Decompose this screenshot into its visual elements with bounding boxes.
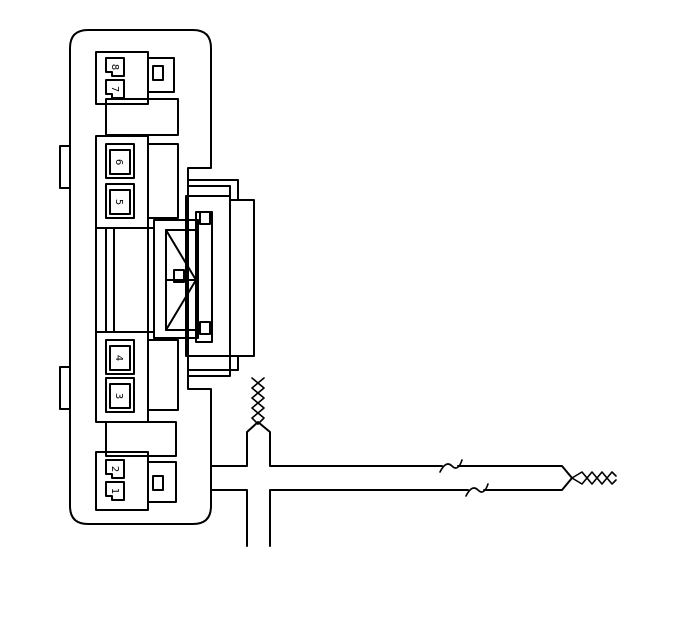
cell-label-8: 8: [109, 64, 120, 70]
center-guide-rails: [95, 227, 155, 333]
wire-harness: [210, 421, 573, 547]
center-lock-block: [153, 219, 199, 339]
cell-label-3: 3: [113, 393, 124, 399]
terminal-cavity-2-1: [95, 421, 177, 511]
cell-label-1: 1: [109, 488, 120, 494]
left-latch-tab-upper: [59, 145, 71, 189]
terminal-cavity-4-3: [95, 331, 179, 423]
cell-label-6: 6: [113, 159, 124, 165]
connector-housing: [69, 29, 212, 525]
left-latch-tab-lower: [59, 366, 71, 410]
cell-label-2: 2: [109, 466, 120, 472]
mating-connector: [185, 179, 255, 377]
terminal-cavity-6-5: [95, 135, 179, 229]
cell-label-5: 5: [113, 199, 124, 205]
cell-label-4: 4: [113, 355, 124, 361]
cell-label-7: 7: [109, 86, 120, 92]
twist-marker-vertical: [251, 377, 265, 425]
twist-marker-horizontal: [571, 471, 617, 485]
terminal-cavity-8-7: [95, 51, 179, 136]
